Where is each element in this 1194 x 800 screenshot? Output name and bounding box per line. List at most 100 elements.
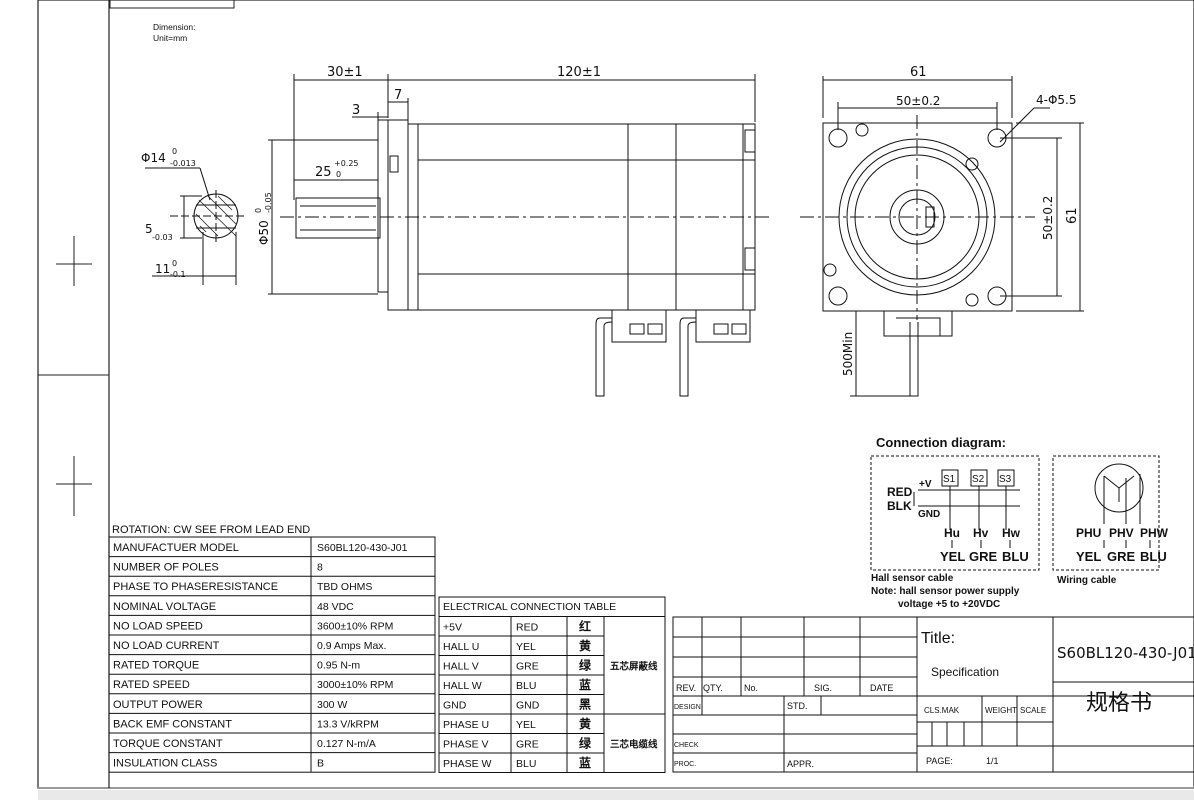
spec-value: 3000±10% RPM bbox=[317, 679, 393, 691]
spec-value: 0.127 N-m/A bbox=[317, 738, 376, 750]
hall-yel: YEL bbox=[940, 549, 965, 564]
signal-name: GND bbox=[443, 700, 467, 712]
phase-yel: YEL bbox=[1076, 549, 1101, 564]
sensor-s3: S3 bbox=[999, 474, 1012, 485]
spec-value: 0.95 N-m bbox=[317, 660, 360, 672]
wire-color: BLU bbox=[516, 758, 536, 770]
dim-cable-length: 500Min bbox=[841, 332, 855, 376]
wire-color: GND bbox=[516, 700, 540, 712]
key-width-tol: -0.03 bbox=[152, 233, 173, 242]
wiring-cable-caption: Wiring cable bbox=[1057, 575, 1117, 586]
group-shielded-cable: 五芯屏蔽线 bbox=[610, 660, 658, 672]
spec-label: NO LOAD SPEED bbox=[113, 620, 203, 632]
hall-gre: GRE bbox=[969, 549, 998, 564]
sig-label: SIG. bbox=[814, 683, 832, 693]
spec-label: MANUFACTUER MODEL bbox=[113, 542, 239, 554]
hall-cable-caption: Hall sensor cable bbox=[871, 573, 954, 584]
scale-label: SCALE bbox=[1020, 706, 1046, 715]
hall-hu: Hu bbox=[944, 526, 960, 540]
sensor-s2: S2 bbox=[972, 474, 985, 485]
connection-diagram-title: Connection diagram: bbox=[876, 435, 1006, 450]
spec-label: PHASE TO PHASERESISTANCE bbox=[113, 581, 278, 593]
shaft-diameter-tol-lower: -0.013 bbox=[170, 159, 196, 168]
wire-color-cn: 黄 bbox=[579, 638, 591, 653]
dim-flange-thickness: 7 bbox=[394, 88, 402, 103]
weight-label: WEIGHT bbox=[985, 706, 1017, 715]
wire-color: GRE bbox=[516, 661, 539, 673]
dim-pilot-step: 3 bbox=[352, 103, 360, 118]
wire-color: RED bbox=[516, 622, 539, 634]
phase-phu: PHU bbox=[1076, 526, 1101, 540]
hall-hw: Hw bbox=[1002, 526, 1021, 540]
model-number: S60BL120-430-J01 bbox=[1057, 644, 1194, 662]
dim-front-height: 61 bbox=[1065, 207, 1080, 224]
registration-mark-bottom bbox=[56, 456, 92, 516]
spec-value: 8 bbox=[317, 562, 323, 574]
motor-winding-symbol bbox=[1094, 463, 1151, 548]
appr-label: APPR. bbox=[787, 759, 814, 769]
hall-blu: BLU bbox=[1002, 549, 1029, 564]
plus-v-label: +V bbox=[919, 479, 932, 490]
unit-label: Unit=mm bbox=[153, 33, 187, 43]
signal-name: +5V bbox=[443, 622, 462, 634]
shaft-diameter: Φ14 bbox=[141, 151, 166, 165]
dim-pilot-tol-upper: 0 bbox=[254, 208, 263, 213]
spec-label: RATED TORQUE bbox=[113, 660, 199, 672]
electrical-table-title: ELECTRICAL CONNECTION TABLE bbox=[443, 601, 616, 613]
title-block bbox=[672, 616, 1194, 773]
dim-front-width: 61 bbox=[910, 65, 927, 80]
red-wire-label: RED bbox=[887, 485, 913, 499]
signal-name: PHASE U bbox=[443, 719, 489, 731]
gnd-label: GND bbox=[918, 509, 940, 520]
date-label: DATE bbox=[870, 683, 893, 693]
note-line-2: voltage +5 to +20VDC bbox=[898, 599, 1000, 610]
page-label: PAGE: bbox=[926, 756, 953, 766]
dim-pilot-tol-lower: -0.05 bbox=[264, 192, 273, 213]
hall-sensor-box bbox=[870, 455, 1040, 571]
wire-color-cn: 绿 bbox=[579, 736, 592, 751]
spec-label: OUTPUT POWER bbox=[113, 699, 203, 711]
signal-name: PHASE W bbox=[443, 758, 492, 770]
flat-depth: 11 bbox=[155, 262, 170, 276]
spec-value: B bbox=[317, 758, 324, 770]
blk-wire-label: BLK bbox=[887, 499, 912, 513]
phase-phw: PHW bbox=[1140, 526, 1169, 540]
page-value: 1/1 bbox=[986, 756, 999, 766]
registration-mark-top bbox=[56, 236, 92, 286]
wire-color-cn: 绿 bbox=[579, 658, 592, 673]
wire-color-cn: 蓝 bbox=[579, 677, 591, 692]
phase-phv: PHV bbox=[1109, 526, 1134, 540]
dim-bolt-spacing: 50±0.2 bbox=[896, 94, 940, 108]
title-value: Specification bbox=[931, 665, 999, 679]
std-label: STD. bbox=[787, 701, 808, 711]
spec-label: BACK EMF CONSTANT bbox=[113, 718, 232, 730]
wire-color: YEL bbox=[516, 719, 536, 731]
outer-border bbox=[37, 0, 1194, 789]
group-three-core-cable: 三芯电缆线 bbox=[610, 738, 658, 750]
qty-label: QTY. bbox=[703, 683, 723, 693]
key-width: 5 bbox=[145, 222, 153, 236]
rotation-note: ROTATION: CW SEE FROM LEAD END bbox=[112, 524, 310, 536]
spec-value: 300 W bbox=[317, 699, 347, 711]
wire-color: GRE bbox=[516, 739, 539, 751]
note-line-1: Note: hall sensor power supply bbox=[871, 586, 1020, 597]
wire-color-cn: 黑 bbox=[579, 698, 591, 712]
dim-shaft-overhang: 30±1 bbox=[327, 65, 363, 80]
wiring-box bbox=[1052, 455, 1160, 571]
phase-gre: GRE bbox=[1107, 549, 1136, 564]
wire-color: YEL bbox=[516, 641, 536, 653]
dim-shaft-length-tol-upper: +0.25 bbox=[334, 159, 359, 168]
spec-value: 3600±10% RPM bbox=[317, 620, 393, 632]
sensor-s1: S1 bbox=[943, 474, 956, 485]
wire-color-cn: 黄 bbox=[579, 716, 591, 731]
title-label: Title: bbox=[921, 630, 955, 647]
dim-shaft-length-tol-lower: 0 bbox=[336, 170, 341, 179]
motor-front-view bbox=[800, 76, 1084, 397]
wire-color-cn: 红 bbox=[579, 619, 591, 634]
spec-label: NOMINAL VOLTAGE bbox=[113, 601, 216, 613]
spec-value: TBD OHMS bbox=[317, 581, 372, 593]
flat-depth-tol-lower: -0.1 bbox=[170, 270, 186, 279]
